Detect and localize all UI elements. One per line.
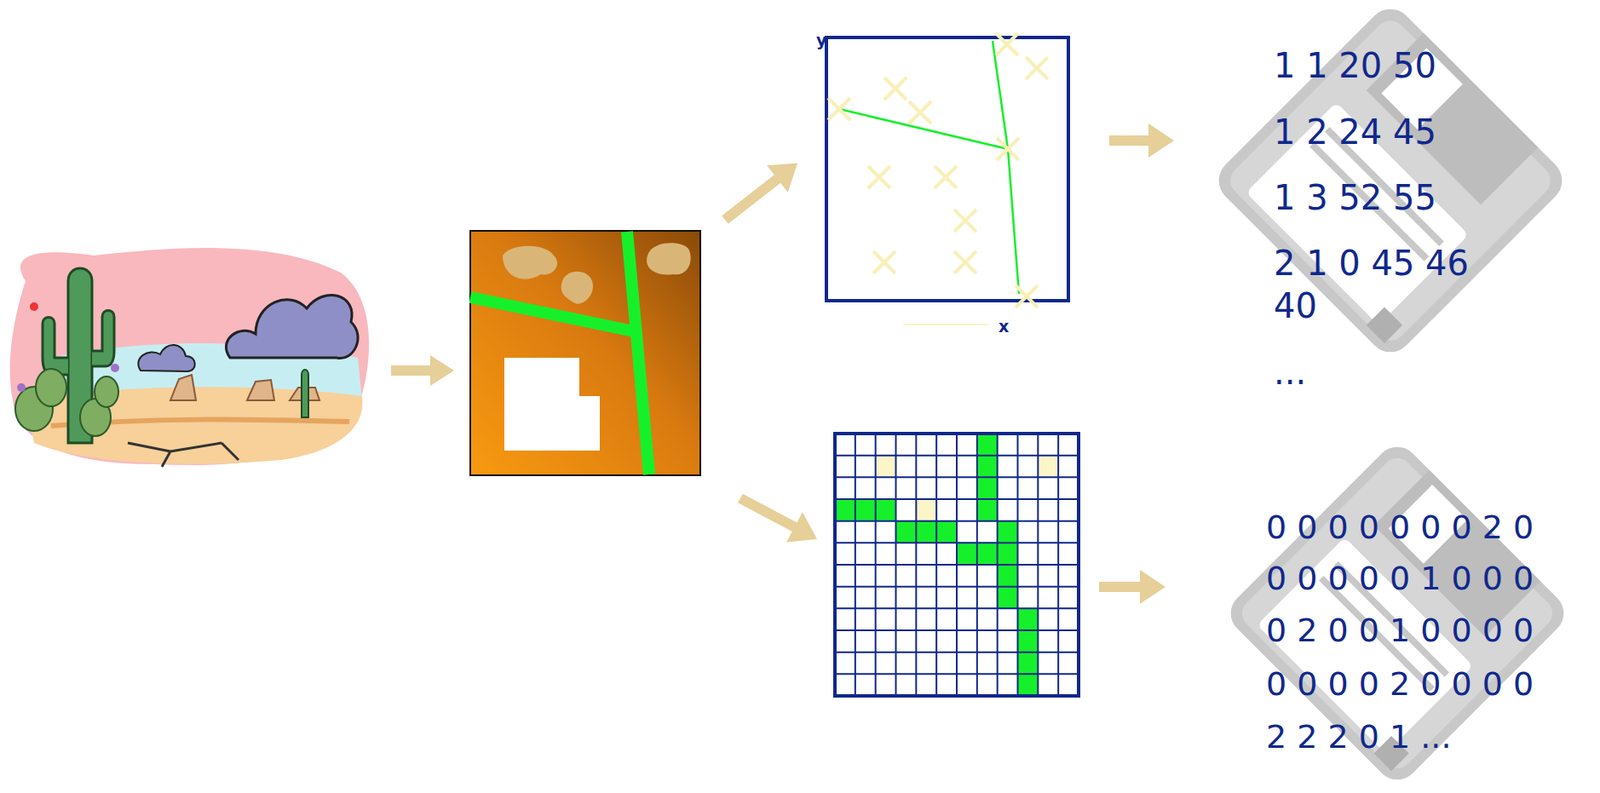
point-mark <box>1025 57 1048 80</box>
point-mark <box>934 166 957 189</box>
point-mark <box>884 77 907 100</box>
record-line: 1 1 20 50 <box>1273 44 1437 87</box>
raster-cell <box>977 455 998 478</box>
raster-cell <box>977 477 998 500</box>
vector-map <box>826 33 1069 325</box>
record-line: 1 2 24 45 <box>1273 110 1437 154</box>
raster-cell <box>915 499 937 522</box>
raster-row: 0 0 0 0 0 1 0 0 0 <box>1266 558 1534 599</box>
point-mark <box>954 209 977 232</box>
raster-row: 2 2 2 0 1 ... <box>1266 717 1452 757</box>
point-mark <box>954 251 977 274</box>
raster-cell <box>1018 673 1039 697</box>
point-mark <box>934 166 957 189</box>
point-mark <box>954 251 977 274</box>
raster-cell <box>977 542 998 565</box>
raster-cell <box>834 499 856 522</box>
record-line: 2 1 0 45 46 40 <box>1273 241 1504 328</box>
raster-cell <box>997 521 1019 544</box>
grid-line <box>834 651 1079 654</box>
point-mark <box>995 33 1019 56</box>
grid-line <box>834 564 1079 566</box>
grid-line <box>834 607 1079 610</box>
point-mark <box>909 101 932 124</box>
point-mark <box>884 77 907 100</box>
point-mark <box>995 33 1019 56</box>
point-mark <box>996 138 1019 161</box>
grid-line <box>834 629 1079 632</box>
raster-cell <box>977 433 998 456</box>
grid-line <box>834 476 1079 478</box>
map <box>470 230 701 476</box>
grid-line <box>834 454 1079 457</box>
grid-line <box>834 498 1079 501</box>
point-mark <box>954 209 977 232</box>
raster-cell <box>896 521 917 544</box>
grid-line <box>834 520 1079 523</box>
raster-cell <box>875 455 897 478</box>
raster-cell <box>1018 608 1039 631</box>
record-line: 1 3 52 55 <box>1273 176 1437 219</box>
raster-cell <box>997 542 1019 565</box>
point-mark <box>868 166 891 189</box>
desert-scene <box>10 247 369 467</box>
grid-line <box>834 541 1079 544</box>
point-mark <box>1015 285 1038 308</box>
record-line: ... <box>1273 351 1307 394</box>
raster-cell <box>875 499 897 522</box>
grid-line <box>834 586 1079 588</box>
raster-cell <box>936 521 957 544</box>
raster-cell <box>997 564 1019 588</box>
raster-row: 0 2 0 0 1 0 0 0 0 <box>1266 610 1534 651</box>
raster-cell <box>1037 455 1059 478</box>
raster-cell <box>1018 652 1039 675</box>
raster-cell <box>977 499 998 522</box>
disk-icon <box>1209 0 1572 362</box>
raster-row: 0 0 0 0 2 0 0 0 0 <box>1266 664 1534 704</box>
axis-label: y <box>816 30 827 50</box>
point-mark <box>873 251 896 274</box>
point-mark <box>1015 285 1038 308</box>
point-mark <box>1025 57 1048 80</box>
raster-row: 0 0 0 0 0 0 0 2 0 <box>1266 507 1534 547</box>
raster-cell <box>855 499 876 522</box>
point-mark <box>873 251 896 274</box>
raster-cell <box>956 542 978 565</box>
point-mark <box>996 138 1019 161</box>
point-mark <box>909 101 932 124</box>
point-mark <box>868 166 891 189</box>
disk-icon <box>1221 437 1573 789</box>
grid-line <box>834 673 1079 675</box>
raster-cell <box>997 587 1019 610</box>
point-mark <box>828 97 851 121</box>
raster-cell <box>1018 630 1039 653</box>
raster-cell <box>915 521 937 544</box>
point-mark <box>828 97 851 121</box>
axis-label: x <box>998 316 1009 336</box>
raster-grid <box>834 433 1079 697</box>
grid-border <box>834 433 1079 697</box>
